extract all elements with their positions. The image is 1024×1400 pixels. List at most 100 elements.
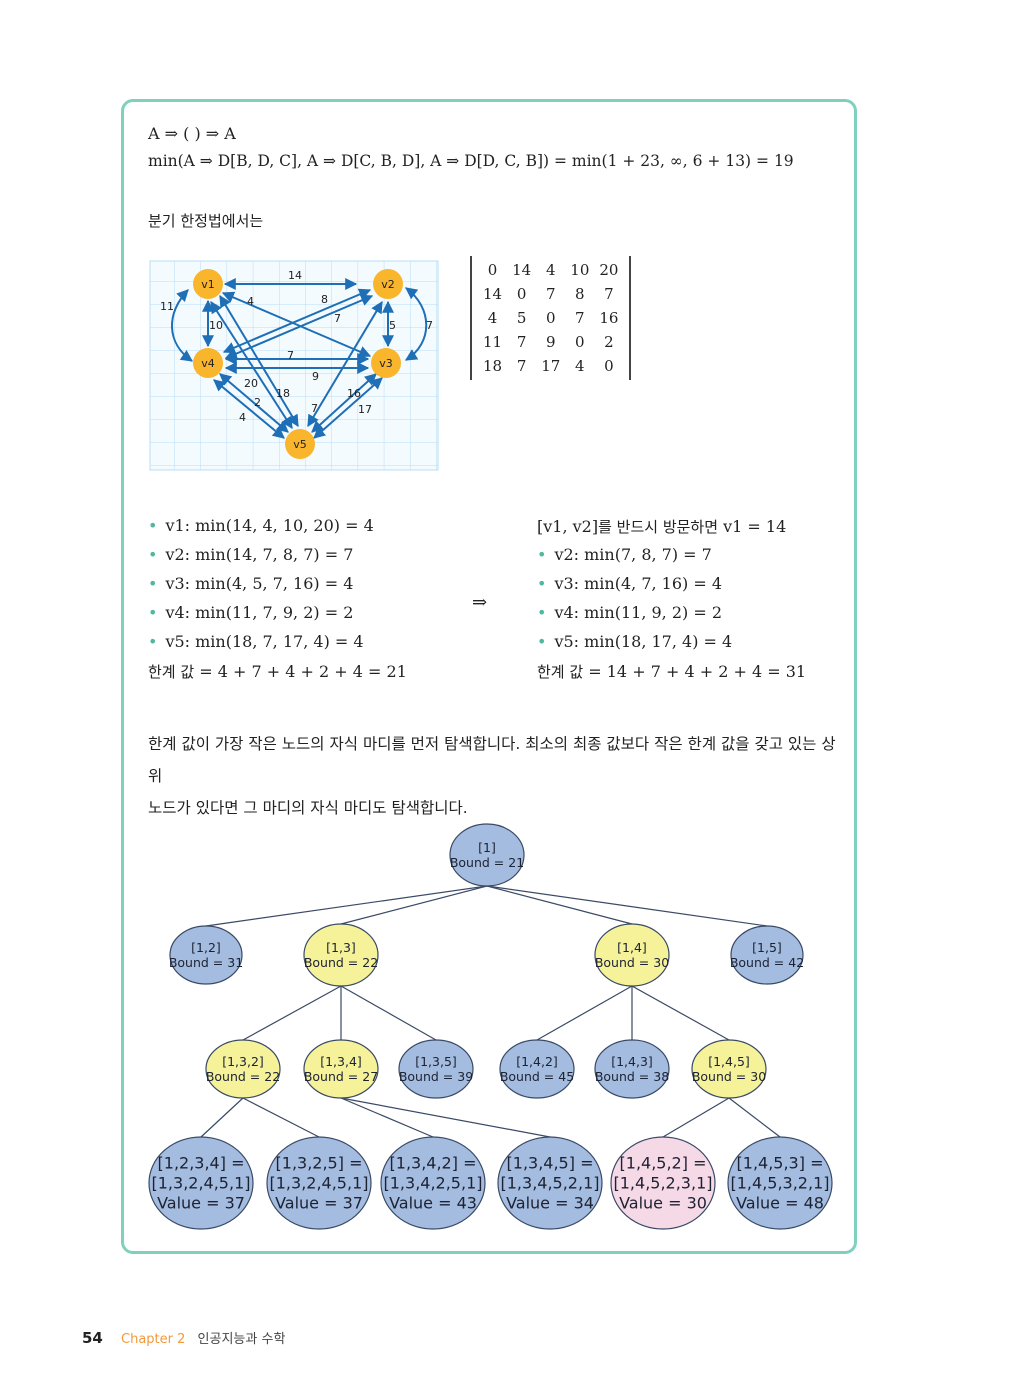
right-bound-list: [v1, v2]를 반드시 방문하면 v1 = 14 •v2: min(7, 8… (537, 516, 806, 690)
section-heading: 분기 한정법에서는 (148, 212, 264, 230)
bullet-icon: • (148, 516, 158, 535)
tree-node-l1: [1,2,3,4] =[1,3,2,4,5,1]Value = 37 (148, 1136, 254, 1230)
tree-node-label: [1,3,2] (222, 1054, 264, 1069)
tree-node-label: Bound = 27 (304, 1069, 378, 1084)
graph-node-v5: v5 (285, 429, 315, 459)
tree-node-label: [1,2] (191, 940, 221, 955)
tree-node-label: Bound = 31 (169, 955, 243, 970)
tree-edge (486, 885, 768, 927)
formula-line-1: A ⇒ ( ) ⇒ A (148, 124, 236, 143)
tree-node-label: Bound = 21 (450, 855, 524, 870)
tree-edge (662, 1097, 730, 1138)
tree-node-n135: [1,3,5]Bound = 39 (398, 1039, 474, 1099)
svg-text:v5: v5 (293, 438, 307, 451)
edge-label: 8 (321, 293, 328, 306)
tree-node-label: [1,4,5,2] = (620, 1154, 707, 1173)
tree-node-label: [1,3,2,5] = (276, 1154, 363, 1173)
tree-node-n143: [1,4,3]Bound = 38 (594, 1039, 670, 1099)
tree-edge (340, 1097, 551, 1138)
bullet-icon: • (537, 603, 547, 622)
left-bound-list: •v1: min(14, 4, 10, 20) = 4 •v2: min(14,… (148, 516, 407, 690)
tree-node-label: [1,3,4,2] = (390, 1154, 477, 1173)
list-item: •v2: min(7, 8, 7) = 7 (537, 545, 712, 564)
tree-node-n134: [1,3,4]Bound = 27 (303, 1039, 379, 1099)
tree-edge (200, 1097, 244, 1138)
tree-node-n132: [1,3,2]Bound = 22 (205, 1039, 281, 1099)
tree-node-label: Bound = 22 (304, 955, 378, 970)
edge-label: 17 (358, 403, 372, 416)
search-tree: [1]Bound = 21[1,2]Bound = 31[1,3]Bound =… (148, 823, 833, 1230)
edge-label: 7 (334, 312, 341, 325)
tree-node-label: [1,2,3,4] = (158, 1154, 245, 1173)
page-footer: 54 Chapter 2 인공지능과 수학 (82, 1328, 285, 1347)
edge-label: 7 (426, 319, 433, 332)
tree-node-label: [1,3,4,5,2,1] (501, 1174, 600, 1193)
list-item: •v1: min(14, 4, 10, 20) = 4 (148, 516, 374, 535)
bullet-icon: • (148, 545, 158, 564)
edge-v1-v4 (171, 289, 193, 362)
tree-node-n12: [1,2]Bound = 31 (169, 925, 243, 985)
tree-node-l2: [1,3,2,5] =[1,3,2,4,5,1]Value = 37 (266, 1136, 372, 1230)
tree-edge (242, 985, 342, 1041)
edge-label: 18 (276, 387, 290, 400)
explanation-paragraph: 한계 값이 가장 작은 노드의 자식 마디를 먼저 탐색합니다. 최소의 최종 … (148, 735, 836, 817)
graph-node-v3: v3 (371, 348, 401, 378)
bound-total: 한계 값 = 4 + 7 + 4 + 2 + 4 = 21 (148, 662, 407, 681)
tree-edge (340, 985, 437, 1041)
tree-node-label: Value = 43 (389, 1194, 477, 1213)
edge-v2-v3-outer (404, 287, 428, 361)
bullet-icon: • (537, 632, 547, 651)
tree-node-label: [1,3,4,5] = (507, 1154, 594, 1173)
edge-label: 9 (312, 370, 319, 383)
tree-node-label: Value = 30 (619, 1194, 707, 1213)
tree-node-label: [1,4,5,3] = (737, 1154, 824, 1173)
tree-node-label: [1,3,4] (320, 1054, 362, 1069)
tree-edge (205, 885, 488, 927)
tree-node-label: Bound = 42 (730, 955, 804, 970)
tree-node-label: [1,3] (326, 940, 356, 955)
tree-node-l3: [1,3,4,2] =[1,3,4,2,5,1]Value = 43 (380, 1136, 486, 1230)
tree-node-label: [1,4,3] (611, 1054, 653, 1069)
edge-label: 7 (311, 402, 318, 415)
tree-node-label: Value = 37 (157, 1194, 245, 1213)
svg-text:v2: v2 (381, 278, 395, 291)
tree-node-label: [1,4] (617, 940, 647, 955)
list-item: •v3: min(4, 5, 7, 16) = 4 (148, 574, 354, 593)
content-frame (121, 99, 857, 1254)
tree-node-label: Bound = 39 (399, 1069, 473, 1084)
edge-label: 4 (247, 295, 254, 308)
tree-edge (242, 1097, 320, 1138)
tree-node-n142: [1,4,2]Bound = 45 (499, 1039, 575, 1099)
tree-node-label: Bound = 45 (500, 1069, 574, 1084)
svg-text:v1: v1 (201, 278, 215, 291)
list-item: •v5: min(18, 17, 4) = 4 (537, 632, 733, 651)
tree-edge (536, 985, 633, 1041)
chapter-label: Chapter 2 (121, 1332, 186, 1347)
tree-node-n15: [1,5]Bound = 42 (730, 925, 804, 985)
tree-node-label: Bound = 38 (595, 1069, 669, 1084)
tree-node-root: [1]Bound = 21 (449, 823, 525, 887)
formula-line-2: min(A ⇒ D[B, D, C], A ⇒ D[C, B, D], A ⇒ … (148, 152, 794, 170)
tree-edge (728, 1097, 781, 1138)
tree-node-label: [1,4,5] (708, 1054, 750, 1069)
list-item: •v2: min(14, 7, 8, 7) = 7 (148, 545, 354, 564)
list-item: •v4: min(11, 7, 9, 2) = 2 (148, 603, 354, 622)
edge-label: 10 (209, 319, 223, 332)
bullet-icon: • (148, 574, 158, 593)
bullet-icon: • (148, 603, 158, 622)
edge-label: 5 (389, 319, 396, 332)
edge-label: 14 (288, 269, 302, 282)
tree-node-label: [1,3,4,2,5,1] (384, 1174, 483, 1193)
tree-node-label: [1,5] (752, 940, 782, 955)
tree-node-label: [1] (478, 840, 496, 855)
tree-node-label: [1,3,5] (415, 1054, 457, 1069)
tree-node-label: Value = 34 (506, 1194, 594, 1213)
tree-node-label: Value = 37 (275, 1194, 363, 1213)
edge-label: 20 (244, 377, 258, 390)
implies-arrow: ⇒ (472, 592, 488, 613)
tree-node-label: [1,3,2,4,5,1] (270, 1174, 369, 1193)
